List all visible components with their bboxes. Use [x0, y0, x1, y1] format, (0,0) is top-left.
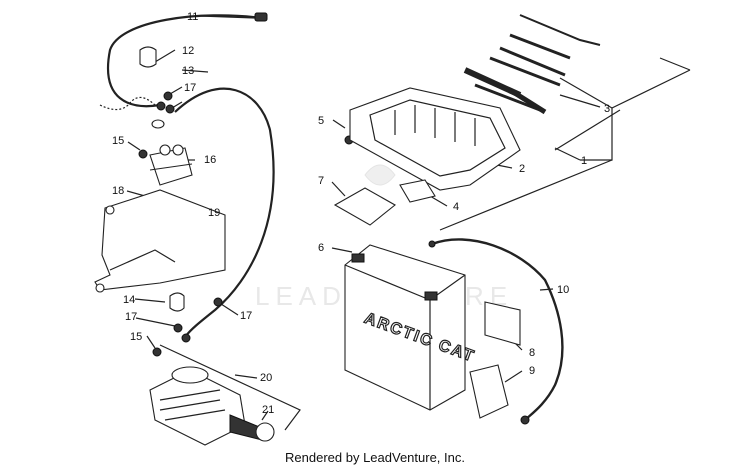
boot-12 [139, 46, 157, 68]
nut-17c [173, 323, 183, 333]
callout-16: 16 [204, 154, 216, 166]
callout-8: 8 [529, 347, 535, 359]
callout-15b: 15 [130, 331, 142, 343]
footer-credit: Rendered by LeadVenture, Inc. [285, 450, 465, 465]
callout-5: 5 [318, 115, 324, 127]
terminal-11 [254, 12, 268, 22]
tool-tray-2 [349, 87, 521, 191]
callout-17c: 17 [240, 310, 252, 322]
starter-20 [149, 366, 275, 446]
callout-9: 9 [529, 365, 535, 377]
nut-17b [165, 104, 175, 114]
callout-18: 18 [112, 185, 124, 197]
callout-7: 7 [318, 175, 324, 187]
pad-8 [484, 301, 521, 346]
callout-14: 14 [123, 294, 135, 306]
callout-10: 10 [557, 284, 569, 296]
callout-3: 3 [604, 103, 610, 115]
callout-6: 6 [318, 242, 324, 254]
cables [99, 14, 564, 421]
battery-6: ARCTIC CAT [344, 244, 478, 411]
callout-4: 4 [453, 201, 459, 213]
cable-11 [107, 14, 263, 108]
screw-15b [152, 347, 162, 357]
callout-17a: 17 [184, 82, 196, 94]
callout-13: 13 [182, 65, 194, 77]
callout-12: 12 [182, 45, 194, 57]
callout-1: 1 [581, 155, 587, 167]
solenoid-16 [149, 144, 193, 186]
oring-21 [255, 422, 275, 442]
screw-15a [138, 149, 148, 159]
foam-4 [399, 179, 436, 203]
bracket-18 [94, 189, 226, 293]
hardware-kit-7 [333, 187, 396, 226]
tools-3 [463, 14, 601, 115]
callout-2: 2 [519, 163, 525, 175]
callout-21: 21 [262, 404, 274, 416]
nut-17a [163, 91, 173, 101]
boot-14 [169, 292, 185, 312]
cable-13 [174, 87, 275, 337]
callout-19: 19 [208, 207, 220, 219]
cable-10 [431, 238, 564, 421]
callout-20: 20 [260, 372, 272, 384]
callout-15a: 15 [112, 135, 124, 147]
callout-labels: 1 2 3 4 5 6 7 8 9 10 11 12 13 14 15 15 1… [112, 11, 610, 416]
callout-11: 11 [187, 11, 198, 23]
callout-17b: 17 [125, 311, 137, 323]
foam-9 [469, 364, 509, 419]
small-parts [138, 12, 530, 425]
